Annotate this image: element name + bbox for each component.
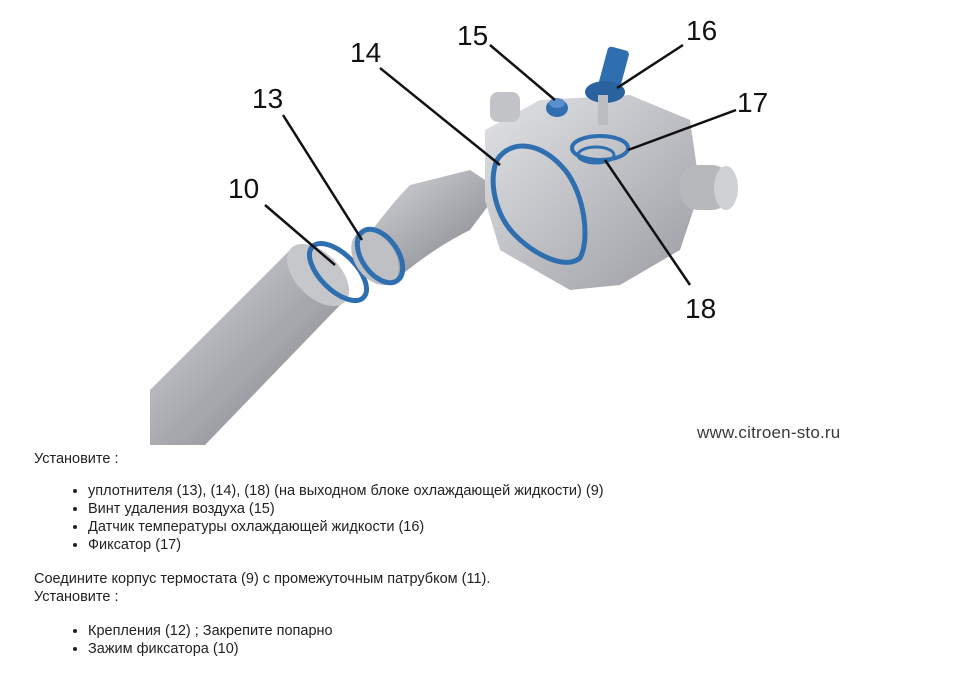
connect-instruction: Соедините корпус термостата (9) с промеж… [34,571,491,587]
air-bleed-screw-15 [546,98,568,117]
install-list: уплотнителя (13), (14), (18) (на выходно… [34,482,604,554]
intermediate-pipe [351,170,500,286]
list-item: Фиксатор (17) [88,536,604,554]
thermostat-assembly-diagram: 10 13 14 15 16 17 18 [150,15,768,445]
list-item: Крепления (12) ; Закрепите попарно [88,622,333,640]
list-item: Зажим фиксатора (10) [88,640,333,658]
callout-14: 14 [350,37,381,68]
temperature-sensor-16 [585,46,629,125]
watermark: www.citroen-sto.ru [697,423,841,442]
seal-14 [490,143,588,265]
callout-17: 17 [737,87,768,118]
callout-18: 18 [685,293,716,324]
install-heading: Установите : [34,451,119,467]
thermostat-housing [485,92,738,290]
callout-16: 16 [686,15,717,46]
coolant-pipe [150,243,350,445]
list-item: уплотнителя (13), (14), (18) (на выходно… [88,482,604,500]
callout-10: 10 [228,173,259,204]
seal-13 [354,226,406,286]
list-item: Винт удаления воздуха (15) [88,500,604,518]
list-item: Датчик температуры охлаждающей жидкости … [88,518,604,536]
leader-lines [264,43,737,286]
callout-15: 15 [457,20,488,51]
seal-18 [576,145,616,165]
callout-13: 13 [252,83,283,114]
install-heading-2: Установите : [34,589,119,605]
retainer-17 [570,134,630,162]
install-list-2: Крепления (12) ; Закрепите попарно Зажим… [34,622,333,658]
